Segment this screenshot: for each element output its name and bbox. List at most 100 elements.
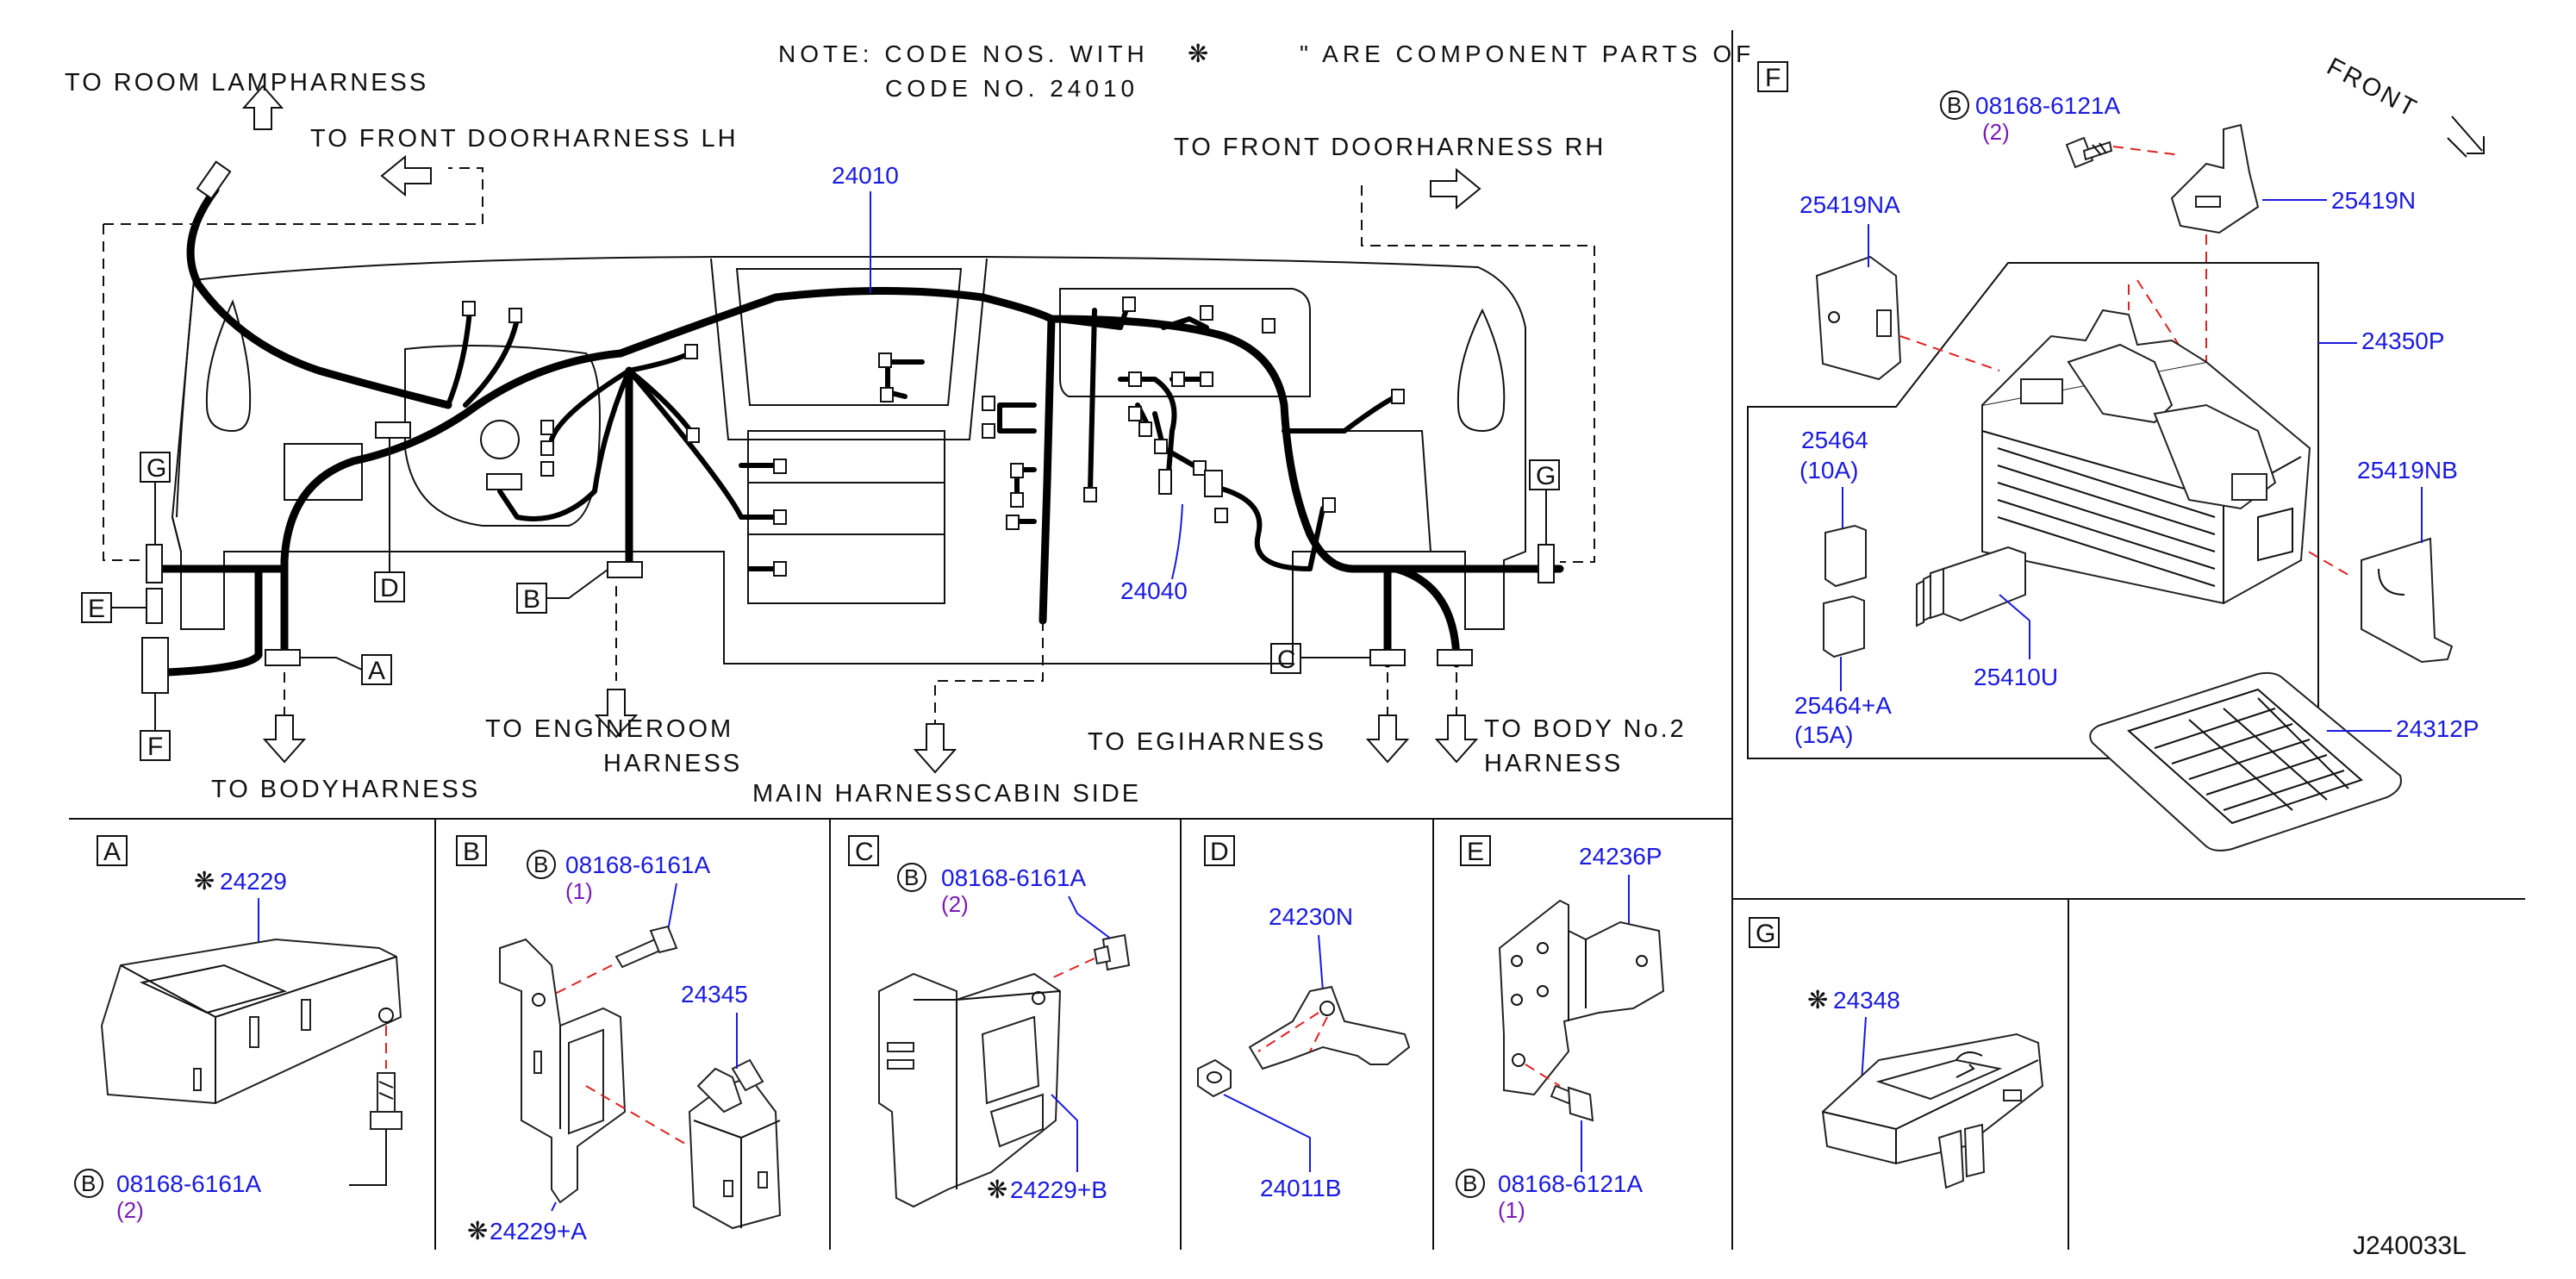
arrow-room-lamp — [241, 84, 284, 130]
ref-d: D — [380, 574, 399, 602]
panel-e-bolt-code: 08168-6121A — [1498, 1170, 1643, 1197]
callout-24011b: 24011B — [1260, 1175, 1341, 1201]
fuse-block-24350p — [1981, 309, 2311, 605]
note-line1: NOTE: CODE NOS. WITH — [778, 41, 1149, 67]
ref-e: E — [88, 595, 105, 623]
ref-g-left: G — [147, 454, 166, 483]
front-label: FRONT — [2323, 53, 2423, 123]
callout-24348: 24348 — [1833, 987, 1900, 1014]
callout-25464-amp: (10A) — [1799, 457, 1858, 484]
callout-25419n: 25419N — [2331, 187, 2416, 214]
panel-b-bolt-qty: (1) — [565, 878, 593, 904]
panel-e-label: E — [1467, 838, 1484, 866]
panel-a-bolt-mark: B — [81, 1170, 96, 1196]
callout-24229b: 24229+B — [1010, 1176, 1107, 1203]
panel-c-bolt-mark: B — [904, 864, 919, 890]
panel-borders — [69, 30, 2525, 1250]
callout-25464: 25464 — [1801, 427, 1868, 453]
panel-a: A ❋ 24229 B 08168-6161A (2) — [74, 835, 402, 1223]
bracket-25419na — [1815, 255, 1902, 381]
panel-e: E 24236P B 08168-6121A (1) — [1456, 835, 1665, 1223]
bracket-24236p — [1498, 899, 1665, 1096]
panel-g: G ❋ 24348 — [1749, 917, 2044, 1189]
callout-25464a-amp: (15A) — [1794, 721, 1853, 748]
panel-b-bolt-code: 08168-6161A — [565, 852, 710, 878]
bracket-24229a — [499, 938, 627, 1204]
ref-c: C — [1277, 646, 1296, 674]
callout-24230n: 24230N — [1269, 903, 1353, 930]
dest-front-door-rh: TO FRONT DOORHARNESS RH — [1174, 134, 1606, 161]
dest-front-door-lh: TO FRONT DOORHARNESS LH — [310, 125, 739, 153]
relay-box-24348 — [1821, 1033, 2044, 1189]
bolt-icon-c — [1093, 933, 1131, 971]
panel-b: B B 08168-6161A (1) 24345 ❋ — [456, 835, 782, 1245]
main-callouts: 24010 24040 G E F A D B C G — [81, 162, 1560, 761]
dest-engineroom-2: HARNESS — [603, 750, 742, 777]
callout-25464a: 25464+A — [1794, 692, 1892, 719]
note-line1b: " ARE COMPONENT PARTS OF — [1300, 41, 1755, 67]
callout-25419nb: 25419NB — [2357, 457, 2458, 484]
note: NOTE: CODE NOS. WITH ❋ " ARE COMPONENT P… — [778, 41, 1755, 102]
panel-b-mark: ❋ — [467, 1218, 490, 1245]
bracket-25419nb — [2361, 537, 2454, 664]
panel-c: C B 08168-6161A (2) ❋ 24229+B — [848, 835, 1131, 1208]
relay-bracket-24229 — [100, 938, 402, 1105]
callout-24229: 24229 — [220, 868, 287, 895]
callout-24229a: 24229+A — [490, 1218, 587, 1245]
panel-f: F FRONT B 08168-6121A (2) 25419N 25419NA — [1747, 53, 2485, 852]
fuse-10a — [1824, 524, 1867, 588]
bolt-icon-b — [614, 925, 678, 969]
callout-25410u: 25410U — [1974, 664, 2058, 690]
panel-a-label: A — [103, 838, 121, 866]
relay-24345 — [688, 1058, 782, 1230]
bolt-icon-a — [370, 1072, 402, 1130]
arrow-engineroom — [594, 689, 639, 739]
callout-24040: 24040 — [1120, 577, 1188, 604]
arrow-body — [262, 714, 307, 764]
callout-24010: 24010 — [832, 162, 899, 189]
callout-25419na: 25419NA — [1799, 191, 1900, 218]
dest-body-no2-2: HARNESS — [1484, 750, 1623, 777]
panel-f-bolt-code: 08168-6121A — [1975, 92, 2120, 119]
panel-d: D 24230N 24011B — [1197, 835, 1411, 1201]
ref-f: F — [147, 733, 163, 761]
bracket-25419n — [2170, 123, 2260, 234]
callout-24345: 24345 — [681, 981, 748, 1008]
arrow-main-cabin — [913, 723, 957, 774]
ref-a: A — [368, 657, 385, 685]
panel-b-label: B — [463, 838, 480, 866]
panel-a-mark: ❋ — [194, 868, 217, 895]
panel-f-bolt-mark: B — [1947, 92, 1962, 118]
panel-g-label: G — [1756, 920, 1775, 948]
dest-room-lamp: TO ROOM LAMPHARNESS — [65, 69, 428, 97]
note-line2: CODE NO. 24010 — [885, 75, 1138, 102]
dest-main-cabin: MAIN HARNESSCABIN SIDE — [752, 780, 1141, 808]
fuse-15a — [1823, 595, 1865, 658]
panel-c-label: C — [855, 838, 874, 866]
panel-b-bolt-mark: B — [533, 852, 548, 877]
dest-body: TO BODYHARNESS — [211, 776, 480, 803]
panel-c-bolt-code: 08168-6161A — [941, 864, 1086, 891]
ref-g-right: G — [1536, 462, 1556, 490]
nut-24011b — [1197, 1058, 1232, 1098]
panel-f-label: F — [1765, 64, 1781, 92]
diagram-id: J240033L — [2353, 1232, 2467, 1260]
panel-a-bolt-qty: (2) — [116, 1197, 144, 1223]
panel-d-label: D — [1210, 838, 1229, 866]
arrow-icon — [1955, 1064, 1975, 1078]
panel-e-bolt-mark: B — [1463, 1170, 1477, 1196]
bolt-icon — [2065, 136, 2113, 169]
callout-24236p: 24236P — [1579, 843, 1662, 870]
relay-25410u — [1916, 546, 2026, 627]
dashboard-outline — [171, 256, 1526, 664]
callout-24350p: 24350P — [2361, 328, 2445, 354]
dest-body-no2-1: TO BODY No.2 — [1484, 715, 1687, 743]
front-arrow-icon — [2447, 115, 2485, 158]
destination-labels: TO ROOM LAMPHARNESS TO FRONT DOORHARNESS… — [65, 69, 1687, 808]
bracket-24229b — [878, 972, 1062, 1208]
connectors — [141, 160, 1555, 694]
arrow-body-no2 — [1434, 714, 1479, 764]
arrow-egi — [1365, 714, 1410, 764]
panel-g-mark: ❋ — [1807, 987, 1831, 1014]
